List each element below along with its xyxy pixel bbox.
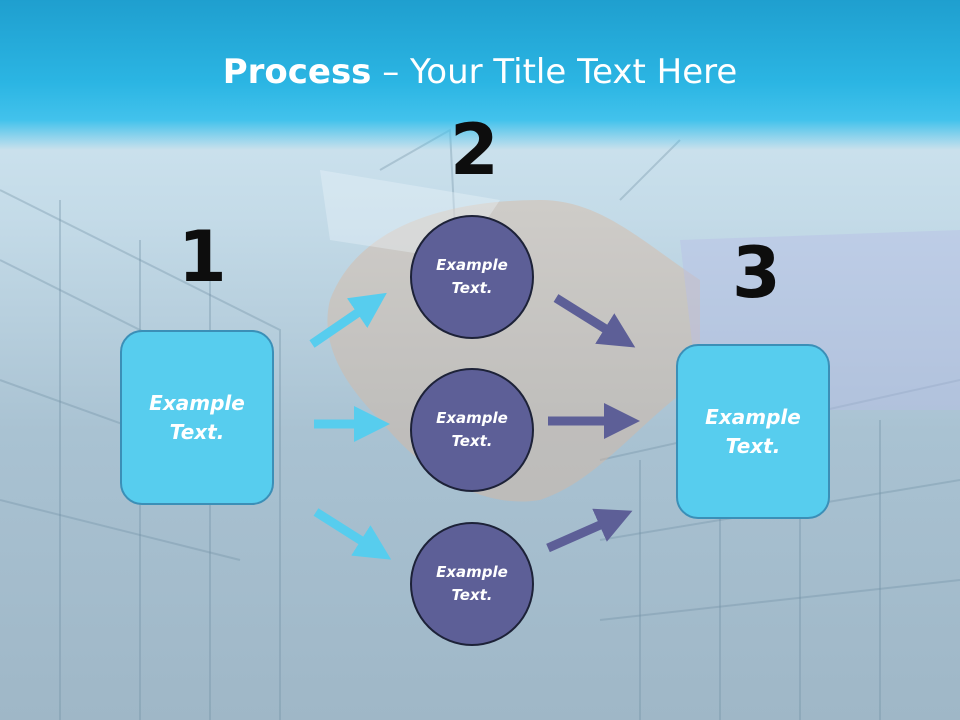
step-2-number: 2 (450, 109, 499, 191)
step-2-circle-top-text: Example Text. (436, 256, 508, 297)
title-rest: – Your Title Text Here (371, 52, 738, 92)
arrow-1-to-bottom (313, 508, 392, 560)
arrow-bottom-to-3 (546, 508, 633, 553)
step-1-box: Example Text. (120, 330, 274, 505)
step-1-text: Example Text. (149, 390, 245, 444)
title-bold: Process (222, 52, 372, 92)
arrow-top-to-3 (553, 294, 636, 348)
step-2-circle-bottom-text: Example Text. (436, 563, 508, 604)
step-2-circle-bottom: Example Text. (410, 522, 534, 646)
step-2-circle-middle: Example Text. (410, 368, 534, 492)
step-1-number: 1 (178, 216, 227, 298)
step-3-text: Example Text. (705, 404, 801, 458)
step-3-number: 3 (732, 232, 781, 314)
step-2-circle-middle-text: Example Text. (436, 409, 508, 450)
step-3-box: Example Text. (676, 344, 830, 519)
slide-title: Process – Your Title Text Here (0, 52, 960, 92)
arrow-1-to-top (309, 292, 387, 348)
step-2-circle-top: Example Text. (410, 215, 534, 339)
title-bar (0, 0, 960, 150)
